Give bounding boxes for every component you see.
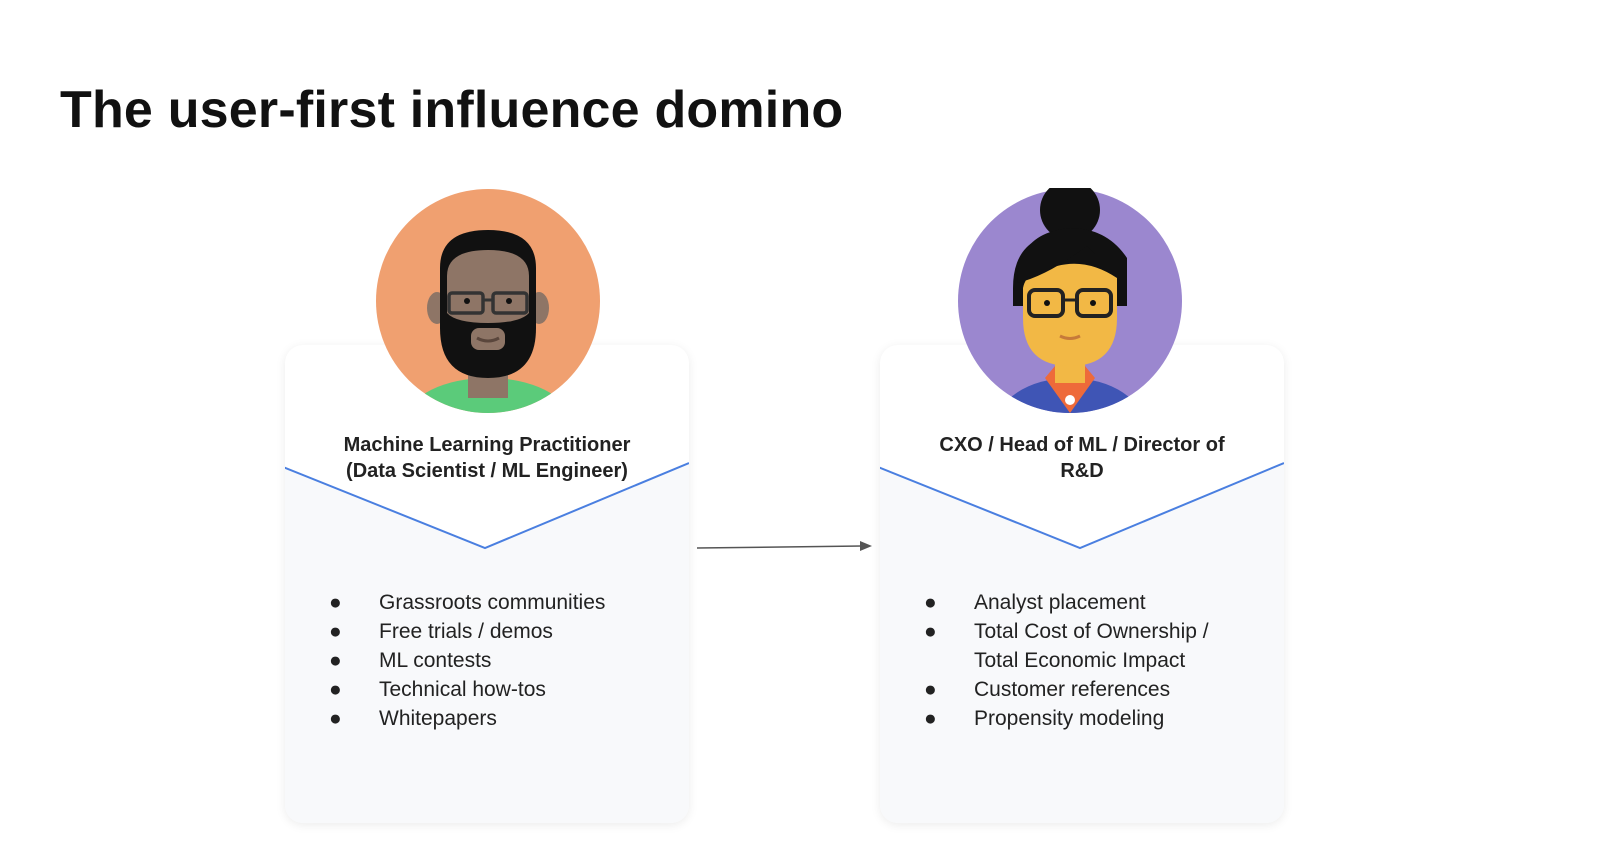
woman-with-bun-avatar-icon	[958, 188, 1182, 413]
role-line: Machine Learning Practitioner	[343, 434, 631, 456]
list-item: ● ML contests	[329, 646, 605, 675]
item-text: Free trials / demos	[379, 620, 553, 643]
item-text: Analyst placement	[974, 591, 1146, 614]
list-item: ● Propensity modeling	[924, 704, 1209, 733]
item-text: Grassroots communities	[379, 591, 606, 614]
role-line: CXO / Head of ML / Director of	[939, 434, 1225, 456]
list-item: ● Analyst placement	[924, 588, 1209, 617]
item-text: Total Cost of Ownership /	[974, 620, 1209, 643]
tactics-list: ● Analyst placement ● Total Cost of Owners…	[924, 588, 1209, 733]
tactics-list: ● Grassroots communities ● Free trials / d…	[329, 588, 605, 733]
chevron-divider	[880, 462, 1284, 823]
influence-arrow-icon	[696, 541, 872, 551]
persona-role: Machine Learning Practitioner (Data Scie…	[285, 432, 689, 484]
item-text: Customer references	[974, 678, 1171, 701]
chevron-divider	[285, 462, 689, 823]
role-line: R&D	[1060, 460, 1104, 482]
bearded-man-avatar-icon	[376, 189, 600, 413]
item-text: Whitepapers	[379, 707, 497, 730]
bullet-icon: ●	[924, 678, 937, 701]
list-item: ● Grassroots communities	[329, 588, 605, 617]
persona-card-executive: CXO / Head of ML / Director of R&D ● Anal…	[880, 345, 1284, 823]
list-item: Total Economic Impact	[924, 646, 1209, 675]
bullet-icon: ●	[329, 649, 342, 672]
persona-card-practitioner: Machine Learning Practitioner (Data Scie…	[285, 345, 689, 823]
role-line: (Data Scientist / ML Engineer)	[346, 460, 628, 482]
list-item: ● Customer references	[924, 675, 1209, 704]
item-text: Total Economic Impact	[974, 649, 1186, 672]
bullet-icon: ●	[924, 620, 937, 643]
list-item: ● Technical how-tos	[329, 675, 605, 704]
bullet-icon: ●	[924, 591, 937, 614]
bullet-icon: ●	[329, 591, 342, 614]
bullet-icon: ●	[329, 678, 342, 701]
list-item: ● Free trials / demos	[329, 617, 605, 646]
item-text: Technical how-tos	[379, 678, 546, 701]
item-text: ML contests	[379, 649, 492, 672]
list-item: ● Whitepapers	[329, 704, 605, 733]
bullet-icon: ●	[924, 707, 937, 730]
item-text: Propensity modeling	[974, 707, 1165, 730]
persona-role: CXO / Head of ML / Director of R&D	[880, 432, 1284, 484]
bullet-icon: ●	[329, 707, 342, 730]
bullet-icon: ●	[329, 620, 342, 643]
slide-title: The user-first influence domino	[60, 81, 844, 139]
list-item: ● Total Cost of Ownership /	[924, 617, 1209, 646]
